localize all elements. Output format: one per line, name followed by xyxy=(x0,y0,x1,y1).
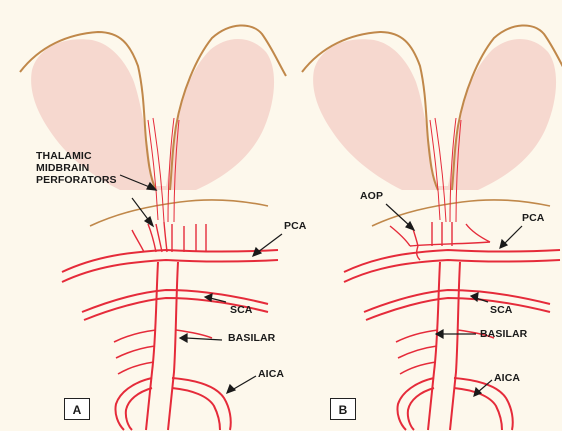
label-perforators: PERFORATORS xyxy=(36,174,117,186)
panel-a-perforators-label: THALAMIC MIDBRAIN PERFORATORS xyxy=(36,150,117,186)
panel-a-aica-label: AICA xyxy=(258,368,284,380)
panel-a-tag: A xyxy=(64,398,90,420)
panel-b-basilar-label: BASILAR xyxy=(480,328,527,340)
label-midbrain: MIDBRAIN xyxy=(36,162,117,174)
panel-a-perforators xyxy=(132,222,206,252)
panel-b-aop-label: AOP xyxy=(360,190,383,202)
panel-a-basilar-label: BASILAR xyxy=(228,332,275,344)
panel-b-arrows xyxy=(386,204,522,396)
panel-a-sca-label: SCA xyxy=(230,304,252,316)
panel-b-sca-label: SCA xyxy=(490,304,512,316)
panel-a-diagram xyxy=(20,25,286,430)
panel-b-aica-label: AICA xyxy=(494,372,520,384)
panel-b-tag: B xyxy=(330,398,356,420)
label-thalamic: THALAMIC xyxy=(36,150,117,162)
panel-b-diagram xyxy=(302,25,562,430)
panel-a-pca-label: PCA xyxy=(284,220,306,232)
panel-b-pca-label: PCA xyxy=(522,212,544,224)
